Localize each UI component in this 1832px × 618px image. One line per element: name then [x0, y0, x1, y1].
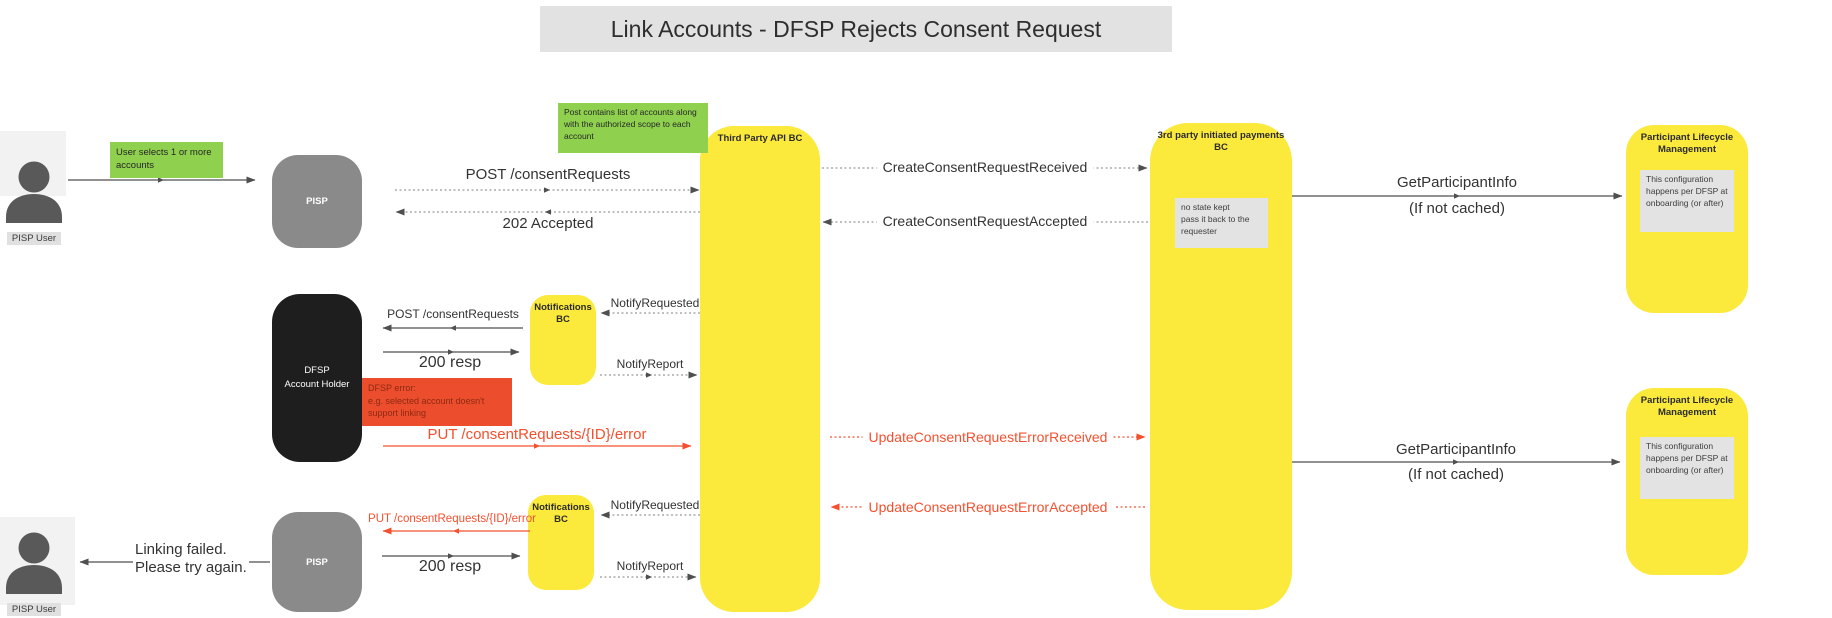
dfsp-account-holder-box: DFSP Account Holder — [272, 294, 362, 462]
third-party-api-bc-label: Third Party API BC — [717, 133, 803, 144]
msg-put-error-mid: PUT /consentRequests/{ID}/error — [427, 426, 647, 443]
pisp-user-top: PISP User — [1, 161, 67, 246]
msg-getparticipantinfo-top: GetParticipantInfo — [1396, 174, 1518, 191]
msg-200resp-bottom: 200 resp — [418, 558, 482, 575]
msg-202-accepted: 202 Accepted — [502, 215, 594, 232]
notifications-bc-top-box: Notifications BC — [530, 295, 596, 385]
msg-notify-report-bottom: NotifyReport — [616, 559, 684, 573]
msg-notify-requested-bottom: NotifyRequested — [610, 498, 700, 512]
pisp-user-bottom: PISP User — [1, 532, 67, 617]
diagram-title: Link Accounts - DFSP Rejects Consent Req… — [540, 6, 1172, 52]
msg-update-err-received: UpdateConsentRequestErrorReceived — [862, 429, 1114, 445]
pisp-user-bottom-label: PISP User — [6, 603, 62, 616]
msg-create-ccr-accepted: CreateConsentRequestAccepted — [876, 213, 1094, 229]
pisp-user-top-label: PISP User — [6, 232, 62, 245]
third-party-api-bc-box: Third Party API BC — [700, 126, 820, 612]
note-dfsp-error: DFSP error: e.g. selected account doesn'… — [362, 378, 512, 426]
note-post-contains: Post contains list of accounts along wit… — [558, 103, 708, 153]
note-no-state: no state kept pass it back to the reques… — [1175, 198, 1268, 248]
msg-200resp-top: 200 resp — [418, 354, 482, 371]
msg-put-error-bottom: PUT /consentRequests/{ID}/error — [368, 513, 536, 525]
msg-if-not-cached-top: (If not cached) — [1409, 200, 1505, 217]
msg-post-consent-top: POST /consentRequests — [465, 166, 631, 183]
msg-linking-failed: Linking failed. Please try again. — [133, 541, 249, 577]
msg-create-ccr-received: CreateConsentRequestReceived — [876, 159, 1094, 175]
note-plm-config-top: This configuration happens per DFSP at o… — [1640, 170, 1734, 232]
pisp-top-box: PISP — [272, 155, 362, 248]
notifications-bc-bottom-box: Notifications BC — [528, 495, 594, 590]
person-icon — [2, 161, 66, 227]
msg-update-err-accepted: UpdateConsentRequestErrorAccepted — [862, 499, 1114, 515]
pisp-bottom-box: PISP — [272, 512, 362, 612]
participant-lifecycle-top-label: Participant Lifecycle Management — [1640, 132, 1734, 155]
msg-post-consent-dfsp: POST /consentRequests — [387, 307, 519, 321]
notifications-bc-top-label: Notifications BC — [534, 302, 592, 325]
notifications-bc-bottom-label: Notifications BC — [532, 502, 590, 525]
msg-getparticipantinfo-bottom: GetParticipantInfo — [1395, 441, 1517, 458]
msg-notify-report-top: NotifyReport — [616, 357, 684, 371]
person-icon — [2, 532, 66, 598]
msg-if-not-cached-bottom: (If not cached) — [1408, 466, 1504, 483]
note-user-selects: User selects 1 or more accounts — [110, 142, 223, 178]
third-party-payments-bc-label: 3rd party initiated payments BC — [1157, 130, 1285, 153]
msg-notify-requested-top: NotifyRequested — [610, 296, 700, 310]
participant-lifecycle-bottom-label: Participant Lifecycle Management — [1640, 395, 1734, 418]
note-plm-config-bottom: This configuration happens per DFSP at o… — [1640, 437, 1734, 499]
